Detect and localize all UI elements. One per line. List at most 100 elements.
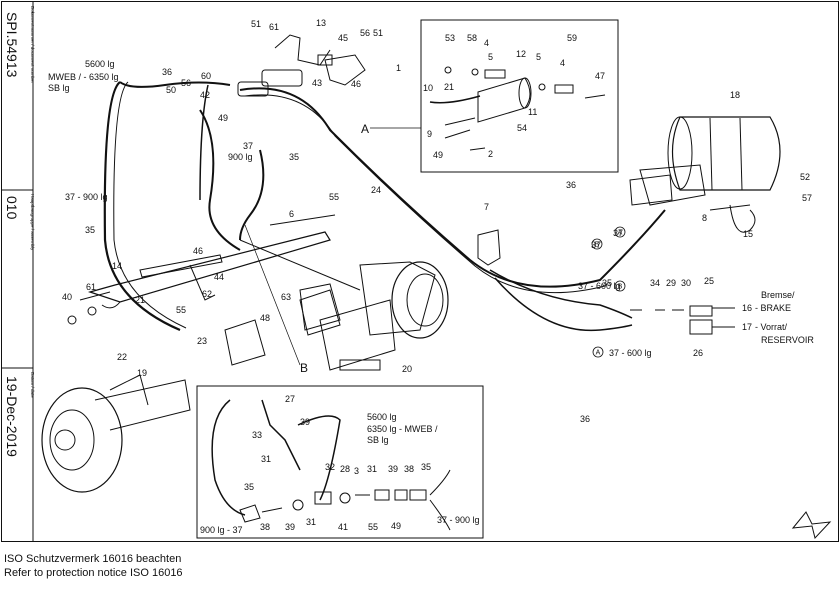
callout-54: 54	[517, 123, 527, 133]
callout-7: 7	[484, 202, 489, 212]
callout-46: 46	[351, 79, 361, 89]
callout-33: 33	[252, 430, 262, 440]
callout-60: 60	[201, 71, 211, 81]
label-37-b: 37	[591, 240, 601, 250]
callout-55: 55	[329, 192, 339, 202]
callout-43: 43	[312, 78, 322, 88]
callout-45: 45	[338, 33, 348, 43]
callout-27: 27	[285, 394, 295, 404]
callout-53: 53	[445, 33, 455, 43]
callout-51: 51	[373, 28, 383, 38]
callout-10: 10	[423, 83, 433, 93]
label-37-600-b: 37 - 600 lg	[578, 281, 621, 291]
circled-letter-b: B	[595, 242, 600, 249]
callout-39: 39	[285, 522, 295, 532]
callout-9: 9	[427, 129, 432, 139]
label-brake-en: - BRAKE	[755, 303, 791, 313]
callout-21: 21	[444, 82, 454, 92]
callout-36: 36	[580, 414, 590, 424]
circled-letter-a: A	[596, 350, 601, 357]
label-sb-top: SB lg	[48, 83, 70, 93]
drawing-frame	[1, 1, 839, 542]
assembly-number: 010	[4, 196, 20, 220]
circled-letter-a: A	[618, 230, 623, 237]
callout-49: 49	[433, 150, 443, 160]
doc-number: SPI.54913	[4, 12, 20, 78]
callout-40: 40	[62, 292, 72, 302]
callout-35: 35	[421, 462, 431, 472]
callout-50: 50	[166, 85, 176, 95]
callout-35: 35	[244, 482, 254, 492]
callout-19: 19	[137, 368, 147, 378]
callout-47: 47	[595, 71, 605, 81]
callout-61: 61	[86, 282, 96, 292]
label-37-a: 37	[613, 228, 623, 238]
label-brake-de: Bremse/	[761, 290, 795, 300]
callout-57: 57	[802, 193, 812, 203]
callout-31: 31	[261, 454, 271, 464]
callout-42: 42	[200, 90, 210, 100]
callout-25: 25	[704, 276, 714, 286]
protection-notice-en: Refer to protection notice ISO 16016	[4, 567, 183, 579]
label-mweb-top: MWEB / - 6350 lg	[48, 72, 119, 82]
label-reservoir-en: RESERVOIR	[761, 335, 814, 345]
callout-2: 2	[488, 149, 493, 159]
callout-38: 38	[260, 522, 270, 532]
assembly-label: Hauptbaugruppe / assembly	[30, 194, 35, 251]
date-label: Datum / date	[30, 372, 35, 398]
protection-notice-de: ISO Schutzvermerk 16016 beachten	[4, 553, 182, 565]
label-37-900-left: 37 - 900 lg	[65, 192, 108, 202]
label-b-37-900: 37 - 900 lg	[437, 515, 480, 525]
callout-55: 55	[368, 522, 378, 532]
callout-44: 44	[214, 272, 224, 282]
label-reservoir-num: 17	[742, 322, 752, 332]
callout-30: 30	[681, 278, 691, 288]
callout-59: 59	[567, 33, 577, 43]
callout-63: 63	[281, 292, 291, 302]
circled-letter-ring	[592, 346, 604, 358]
callout-61: 61	[269, 22, 279, 32]
callout-6: 6	[289, 209, 294, 219]
text-labels: 5600 lg MWEB / - 6350 lg SB lg 37 - 900 …	[48, 59, 814, 535]
callout-5: 5	[488, 52, 493, 62]
callout-1: 1	[396, 63, 401, 73]
callout-12: 12	[516, 49, 526, 59]
callout-4: 4	[560, 58, 565, 68]
date-value: 19-Dec-2019	[4, 376, 20, 457]
callout-41: 41	[338, 522, 348, 532]
label-reservoir-de: - Vorrat/	[755, 322, 788, 332]
assembly-drawing	[41, 34, 832, 540]
label-b-sb: SB lg	[367, 435, 389, 445]
callout-24: 24	[371, 185, 381, 195]
circled-letter-ring	[614, 280, 626, 292]
callout-21: 21	[135, 295, 145, 305]
callout-31: 31	[306, 517, 316, 527]
callout-52: 52	[800, 172, 810, 182]
circled-letters: A B B A	[591, 226, 626, 358]
callout-38: 38	[404, 464, 414, 474]
callout-14: 14	[112, 261, 122, 271]
callout-32: 32	[325, 462, 335, 472]
callout-56: 56	[360, 28, 370, 38]
callout-29: 29	[666, 278, 676, 288]
callout-49: 49	[218, 113, 228, 123]
callout-8: 8	[702, 213, 707, 223]
callout-48: 48	[260, 313, 270, 323]
doc-number-label: Dokumentnummer / document number	[30, 6, 35, 84]
callout-34: 34	[650, 278, 660, 288]
label-5600-top: 5600 lg	[85, 59, 115, 69]
callout-55: 55	[176, 305, 186, 315]
detail-b-label: B	[300, 361, 308, 375]
callout-62: 62	[202, 289, 212, 299]
callout-11: 11	[528, 107, 537, 117]
circled-letter-b: B	[618, 284, 623, 291]
callout-49: 49	[391, 521, 401, 531]
callout-46: 46	[193, 246, 203, 256]
callout-26: 26	[693, 348, 703, 358]
detail-a-box	[420, 19, 619, 173]
callout-35: 35	[85, 225, 95, 235]
callout-58: 58	[467, 33, 477, 43]
callout-28: 28	[340, 464, 350, 474]
callout-39: 39	[300, 417, 310, 427]
